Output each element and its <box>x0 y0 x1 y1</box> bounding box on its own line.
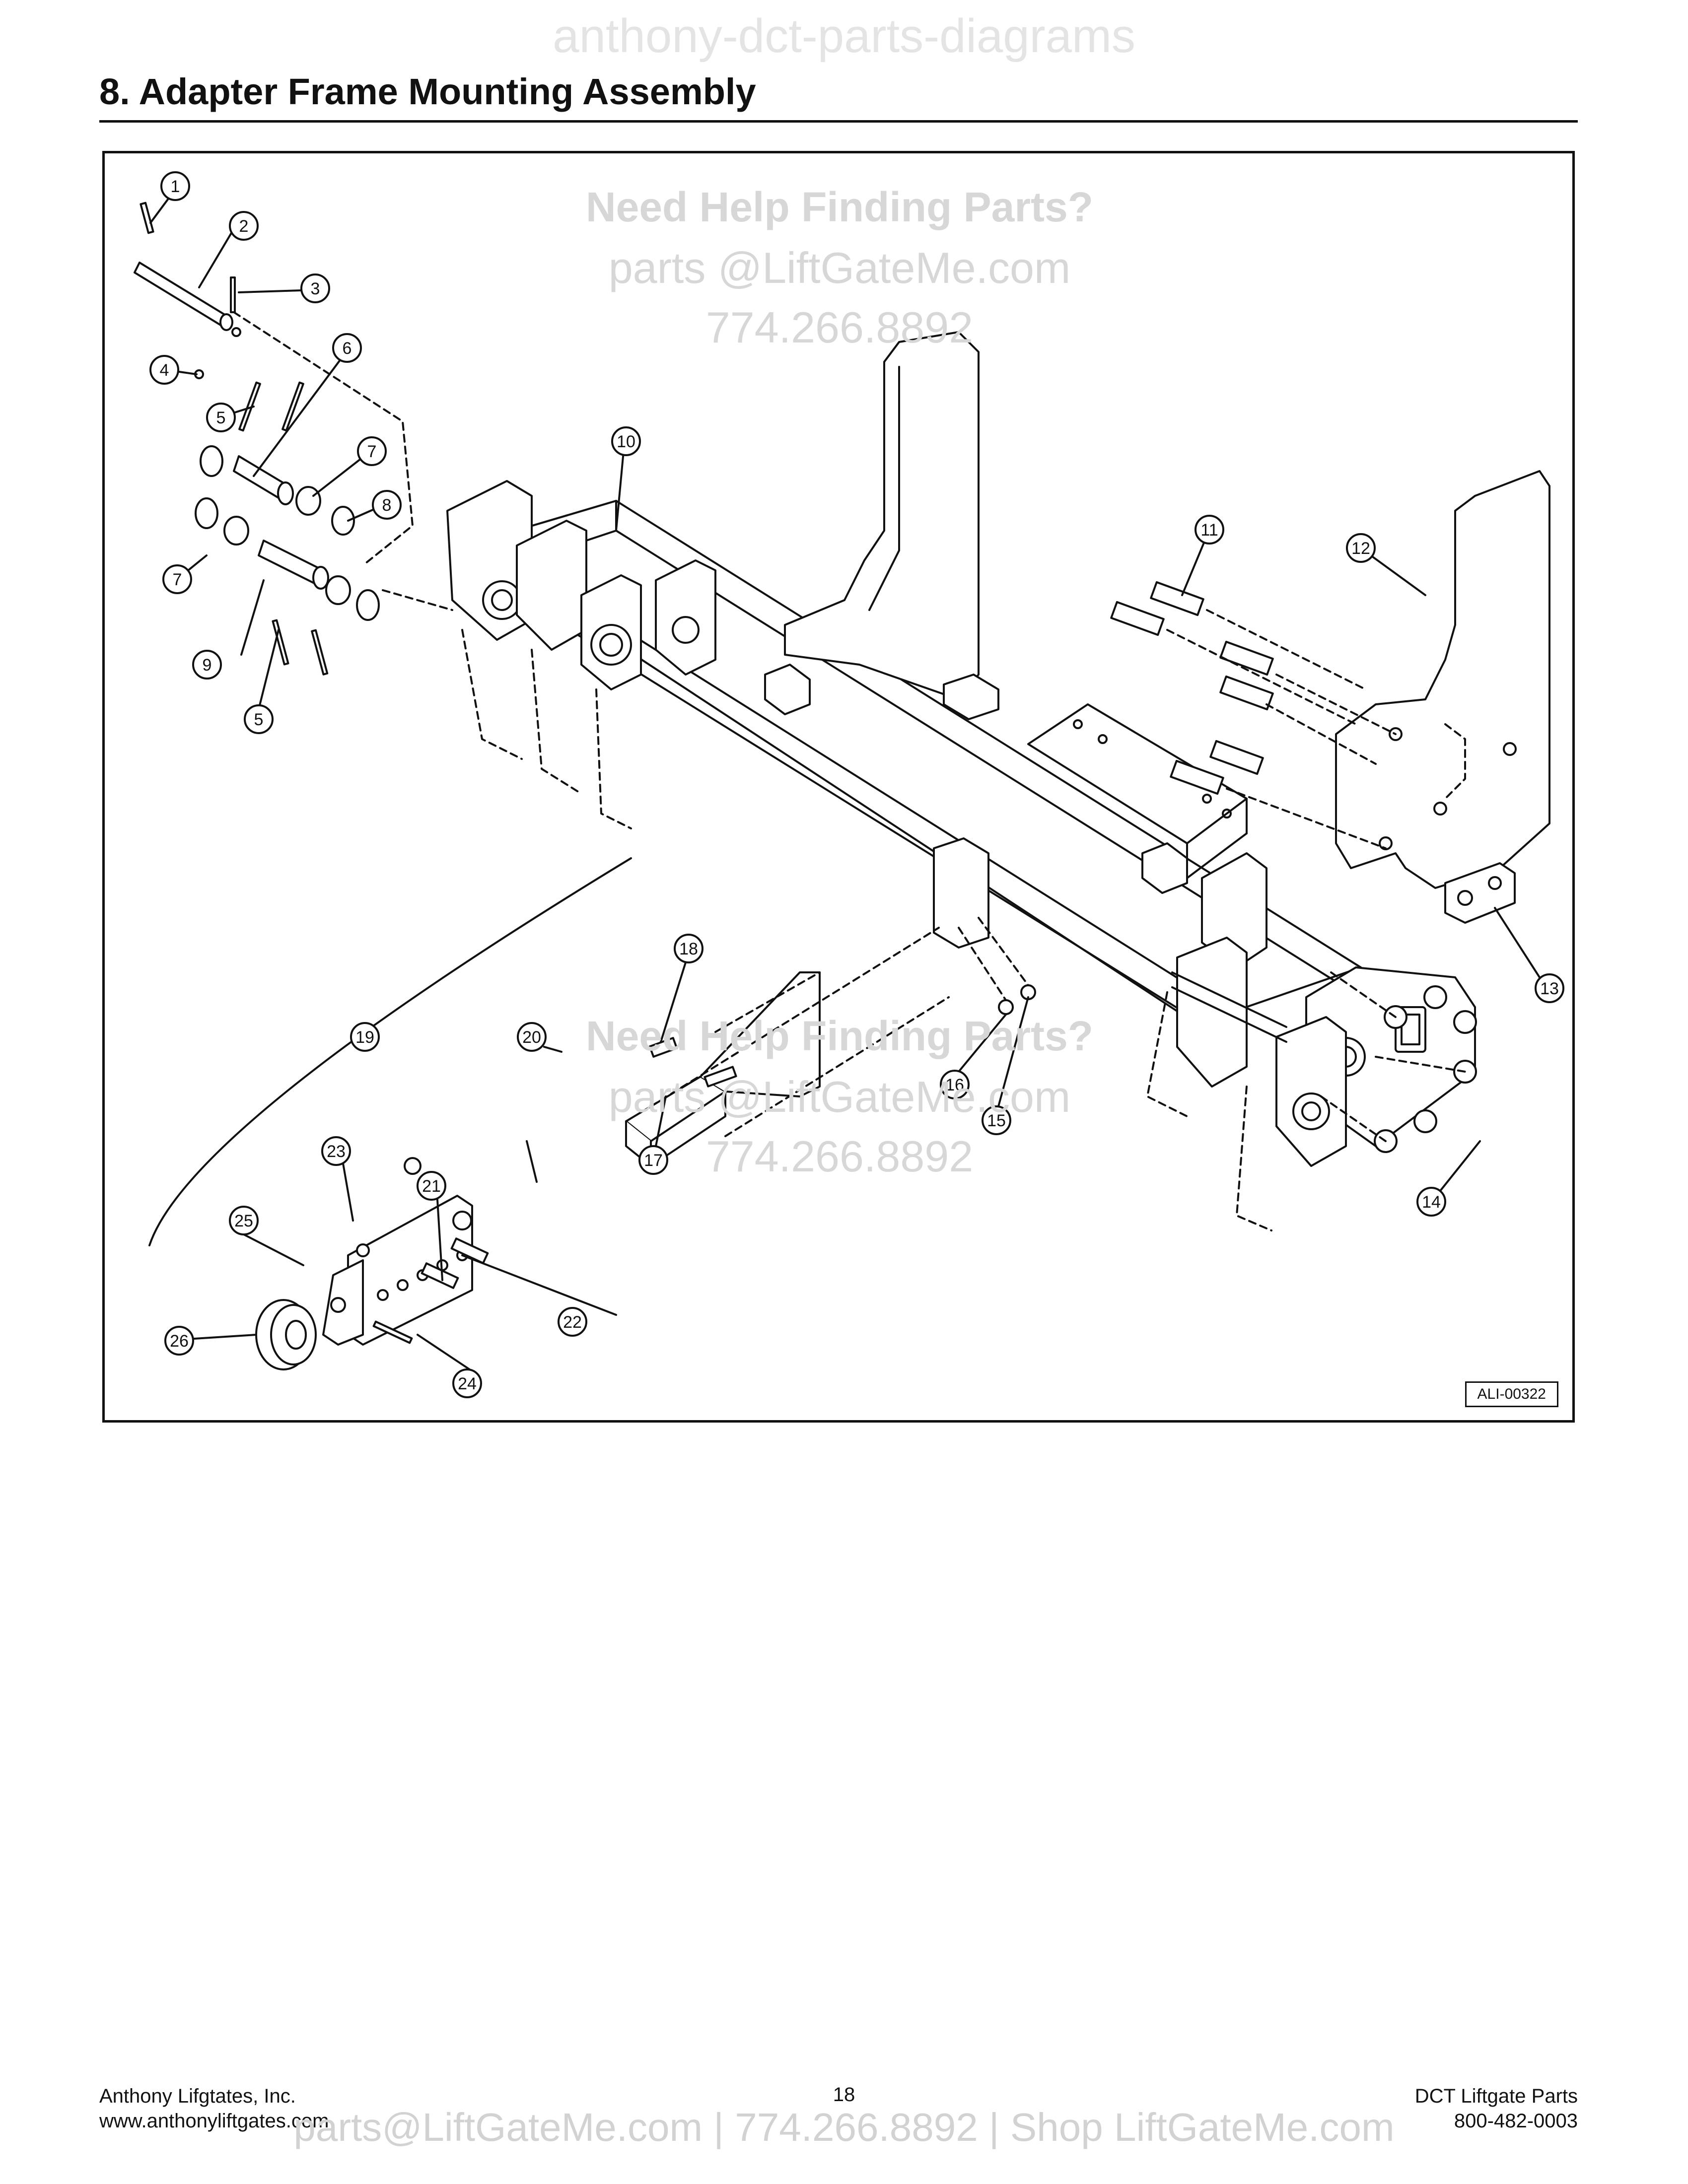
callout-label: 13 <box>1540 979 1559 998</box>
callout-11 <box>1195 515 1224 545</box>
callout-7a <box>357 436 387 466</box>
callout-22 <box>558 1307 587 1337</box>
callout-25 <box>229 1206 259 1235</box>
callout-6 <box>332 333 362 363</box>
callout-label: 20 <box>522 1028 541 1047</box>
callout-label: 26 <box>170 1332 189 1351</box>
callout-5a <box>206 403 236 432</box>
section-title: 8. Adapter Frame Mounting Assembly <box>99 71 756 112</box>
callout-label: 19 <box>355 1028 374 1047</box>
callout-label: 5 <box>254 710 264 729</box>
callout-3 <box>300 273 330 303</box>
center-mount-plate <box>1027 703 1248 879</box>
watermark-email-top: parts @LiftGateMe.com <box>608 243 1071 292</box>
callout-13 <box>1535 973 1564 1003</box>
title-rule <box>99 120 1578 123</box>
callout-2 <box>229 211 259 241</box>
callout-label: 22 <box>563 1313 582 1332</box>
callout-label: 12 <box>1351 539 1370 558</box>
lock-nuts <box>1320 971 1477 1153</box>
right-hinge-plates <box>1146 852 1476 1231</box>
callout-circles <box>149 171 1564 1398</box>
callout-23 <box>321 1136 351 1166</box>
callout-18 <box>674 934 703 963</box>
top-watermark: anthony-dct-parts-diagrams <box>553 9 1135 63</box>
callout-label: 14 <box>1422 1193 1441 1212</box>
callout-1 <box>160 171 190 201</box>
watermark-help-top: Need Help Finding Parts? <box>585 184 1094 230</box>
callout-numbers: 1 2 3 4 5 6 7 8 9 5 7 10 11 12 13 14 15 … <box>160 177 1559 1393</box>
callout-label: 18 <box>679 940 698 958</box>
left-upright-plate <box>784 331 980 700</box>
watermark-help-mid: Need Help Finding Parts? <box>585 1013 1094 1059</box>
callout-label: 10 <box>617 432 635 451</box>
callout-label: 5 <box>216 409 226 427</box>
callout-8 <box>372 490 402 520</box>
footer-company: Anthony Lifgtates, Inc. <box>99 2085 296 2107</box>
small-nuts <box>958 917 1036 1015</box>
right-upright-plate <box>1335 470 1550 889</box>
callout-26 <box>164 1326 194 1356</box>
callout-24 <box>452 1368 482 1398</box>
callout-label: 8 <box>382 496 392 515</box>
left-hinge-plates <box>446 480 716 829</box>
footer-doc-title: DCT Liftgate Parts <box>1414 2085 1578 2107</box>
callout-label: 1 <box>171 177 180 196</box>
callout-9 <box>192 650 222 680</box>
callout-label: 24 <box>458 1374 477 1393</box>
diagram-frame: 1 2 3 4 5 6 7 8 9 5 7 10 11 12 13 14 15 … <box>102 151 1575 1423</box>
callout-4 <box>149 355 179 385</box>
callout-15 <box>982 1105 1011 1135</box>
callout-leaders <box>149 195 1541 1375</box>
callout-12 <box>1346 533 1376 563</box>
callout-16 <box>940 1070 970 1099</box>
callout-label: 21 <box>422 1177 441 1196</box>
callout-label: 11 <box>1200 521 1218 540</box>
watermark-email-mid: parts @LiftGateMe.com <box>608 1072 1071 1121</box>
watermark-phone-mid: 774.266.8892 <box>705 1132 974 1181</box>
callout-label: 6 <box>343 339 352 358</box>
callout-19 <box>350 1022 380 1052</box>
callout-14 <box>1416 1187 1446 1217</box>
footer-right: DCT Liftgate Parts 800-482-0003 <box>1415 2084 1578 2133</box>
footer-page-number: 18 <box>833 2084 855 2106</box>
exploded-parts-diagram: 1 2 3 4 5 6 7 8 9 5 7 10 11 12 13 14 15 … <box>134 171 1564 1398</box>
footer-phone: 800-482-0003 <box>1454 2110 1578 2132</box>
callout-21 <box>417 1171 446 1201</box>
footer-website[interactable]: www.anthonyliftgates.com <box>99 2110 329 2132</box>
callout-5b <box>244 704 274 734</box>
mounting-bolts <box>1110 581 1397 849</box>
roller-arm-assembly <box>148 857 950 1370</box>
figure-code-label: ALI-00322 <box>1465 1381 1558 1407</box>
watermark-phone-top: 774.266.8892 <box>705 303 974 352</box>
callout-label: 7 <box>367 442 377 461</box>
callout-label: 16 <box>945 1076 964 1094</box>
footer-left: Anthony Lifgtates, Inc. www.anthonyliftg… <box>99 2084 329 2133</box>
callout-7b <box>162 564 192 594</box>
callout-label: 15 <box>987 1111 1006 1130</box>
callout-label: 7 <box>173 570 182 589</box>
callout-label: 25 <box>234 1212 253 1230</box>
callout-20 <box>517 1022 547 1052</box>
callout-label: 23 <box>327 1142 346 1161</box>
callout-label: 17 <box>644 1151 663 1170</box>
callout-17 <box>638 1145 668 1175</box>
callout-label: 9 <box>203 656 212 675</box>
callout-label: 3 <box>311 279 320 298</box>
pin-parts <box>134 202 453 676</box>
callout-10 <box>611 426 641 456</box>
callout-label: 2 <box>239 217 249 236</box>
spacer-blocks <box>764 664 1188 949</box>
bracket-plate <box>1444 862 1516 924</box>
footer-watermark-banner: parts@LiftGateMe.com | 774.266.8892 | Sh… <box>293 2105 1395 2149</box>
callout-label: 4 <box>160 361 169 380</box>
